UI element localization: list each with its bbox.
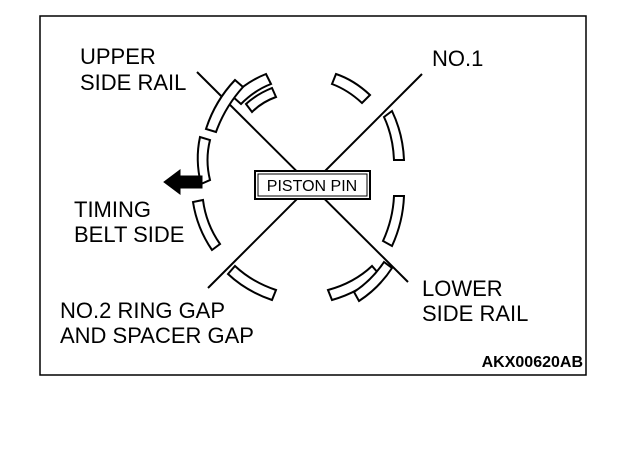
upper-side-rail-label-line1: UPPER xyxy=(80,44,156,69)
no1-label: NO.1 xyxy=(432,46,483,71)
piston-pin-box: PISTON PIN xyxy=(254,170,371,200)
ring-segment-left xyxy=(196,135,212,186)
ring-segment-right-lower xyxy=(381,195,406,248)
timing-belt-side-label-line2: BELT SIDE xyxy=(74,222,184,247)
ring-segment-right-upper xyxy=(382,109,406,161)
upper-side-rail-label-line2: SIDE RAIL xyxy=(80,70,186,95)
no2-gap-label-line2: AND SPACER GAP xyxy=(60,323,254,348)
piston-pin-label: PISTON PIN xyxy=(267,178,357,195)
no2-gap-label-line1: NO.2 RING GAP xyxy=(60,298,225,323)
ring-segment-left-lower xyxy=(191,198,222,252)
ring-segment-bottom-right-outer xyxy=(352,260,394,303)
ring-segment-upper-left-inner xyxy=(244,86,278,114)
lower-side-rail-label-line1: LOWER xyxy=(422,276,503,301)
ring-segment-bottom-left xyxy=(226,264,278,302)
figure-code-label: AKX00620AB xyxy=(482,354,583,371)
lower-side-rail-label-line2: SIDE RAIL xyxy=(422,301,528,326)
timing-belt-side-label-line1: TIMING xyxy=(74,197,151,222)
arrow-left-icon xyxy=(163,169,203,195)
ring-segment-upper-left-outer xyxy=(204,78,245,134)
ring-segment-top-right xyxy=(330,72,372,105)
